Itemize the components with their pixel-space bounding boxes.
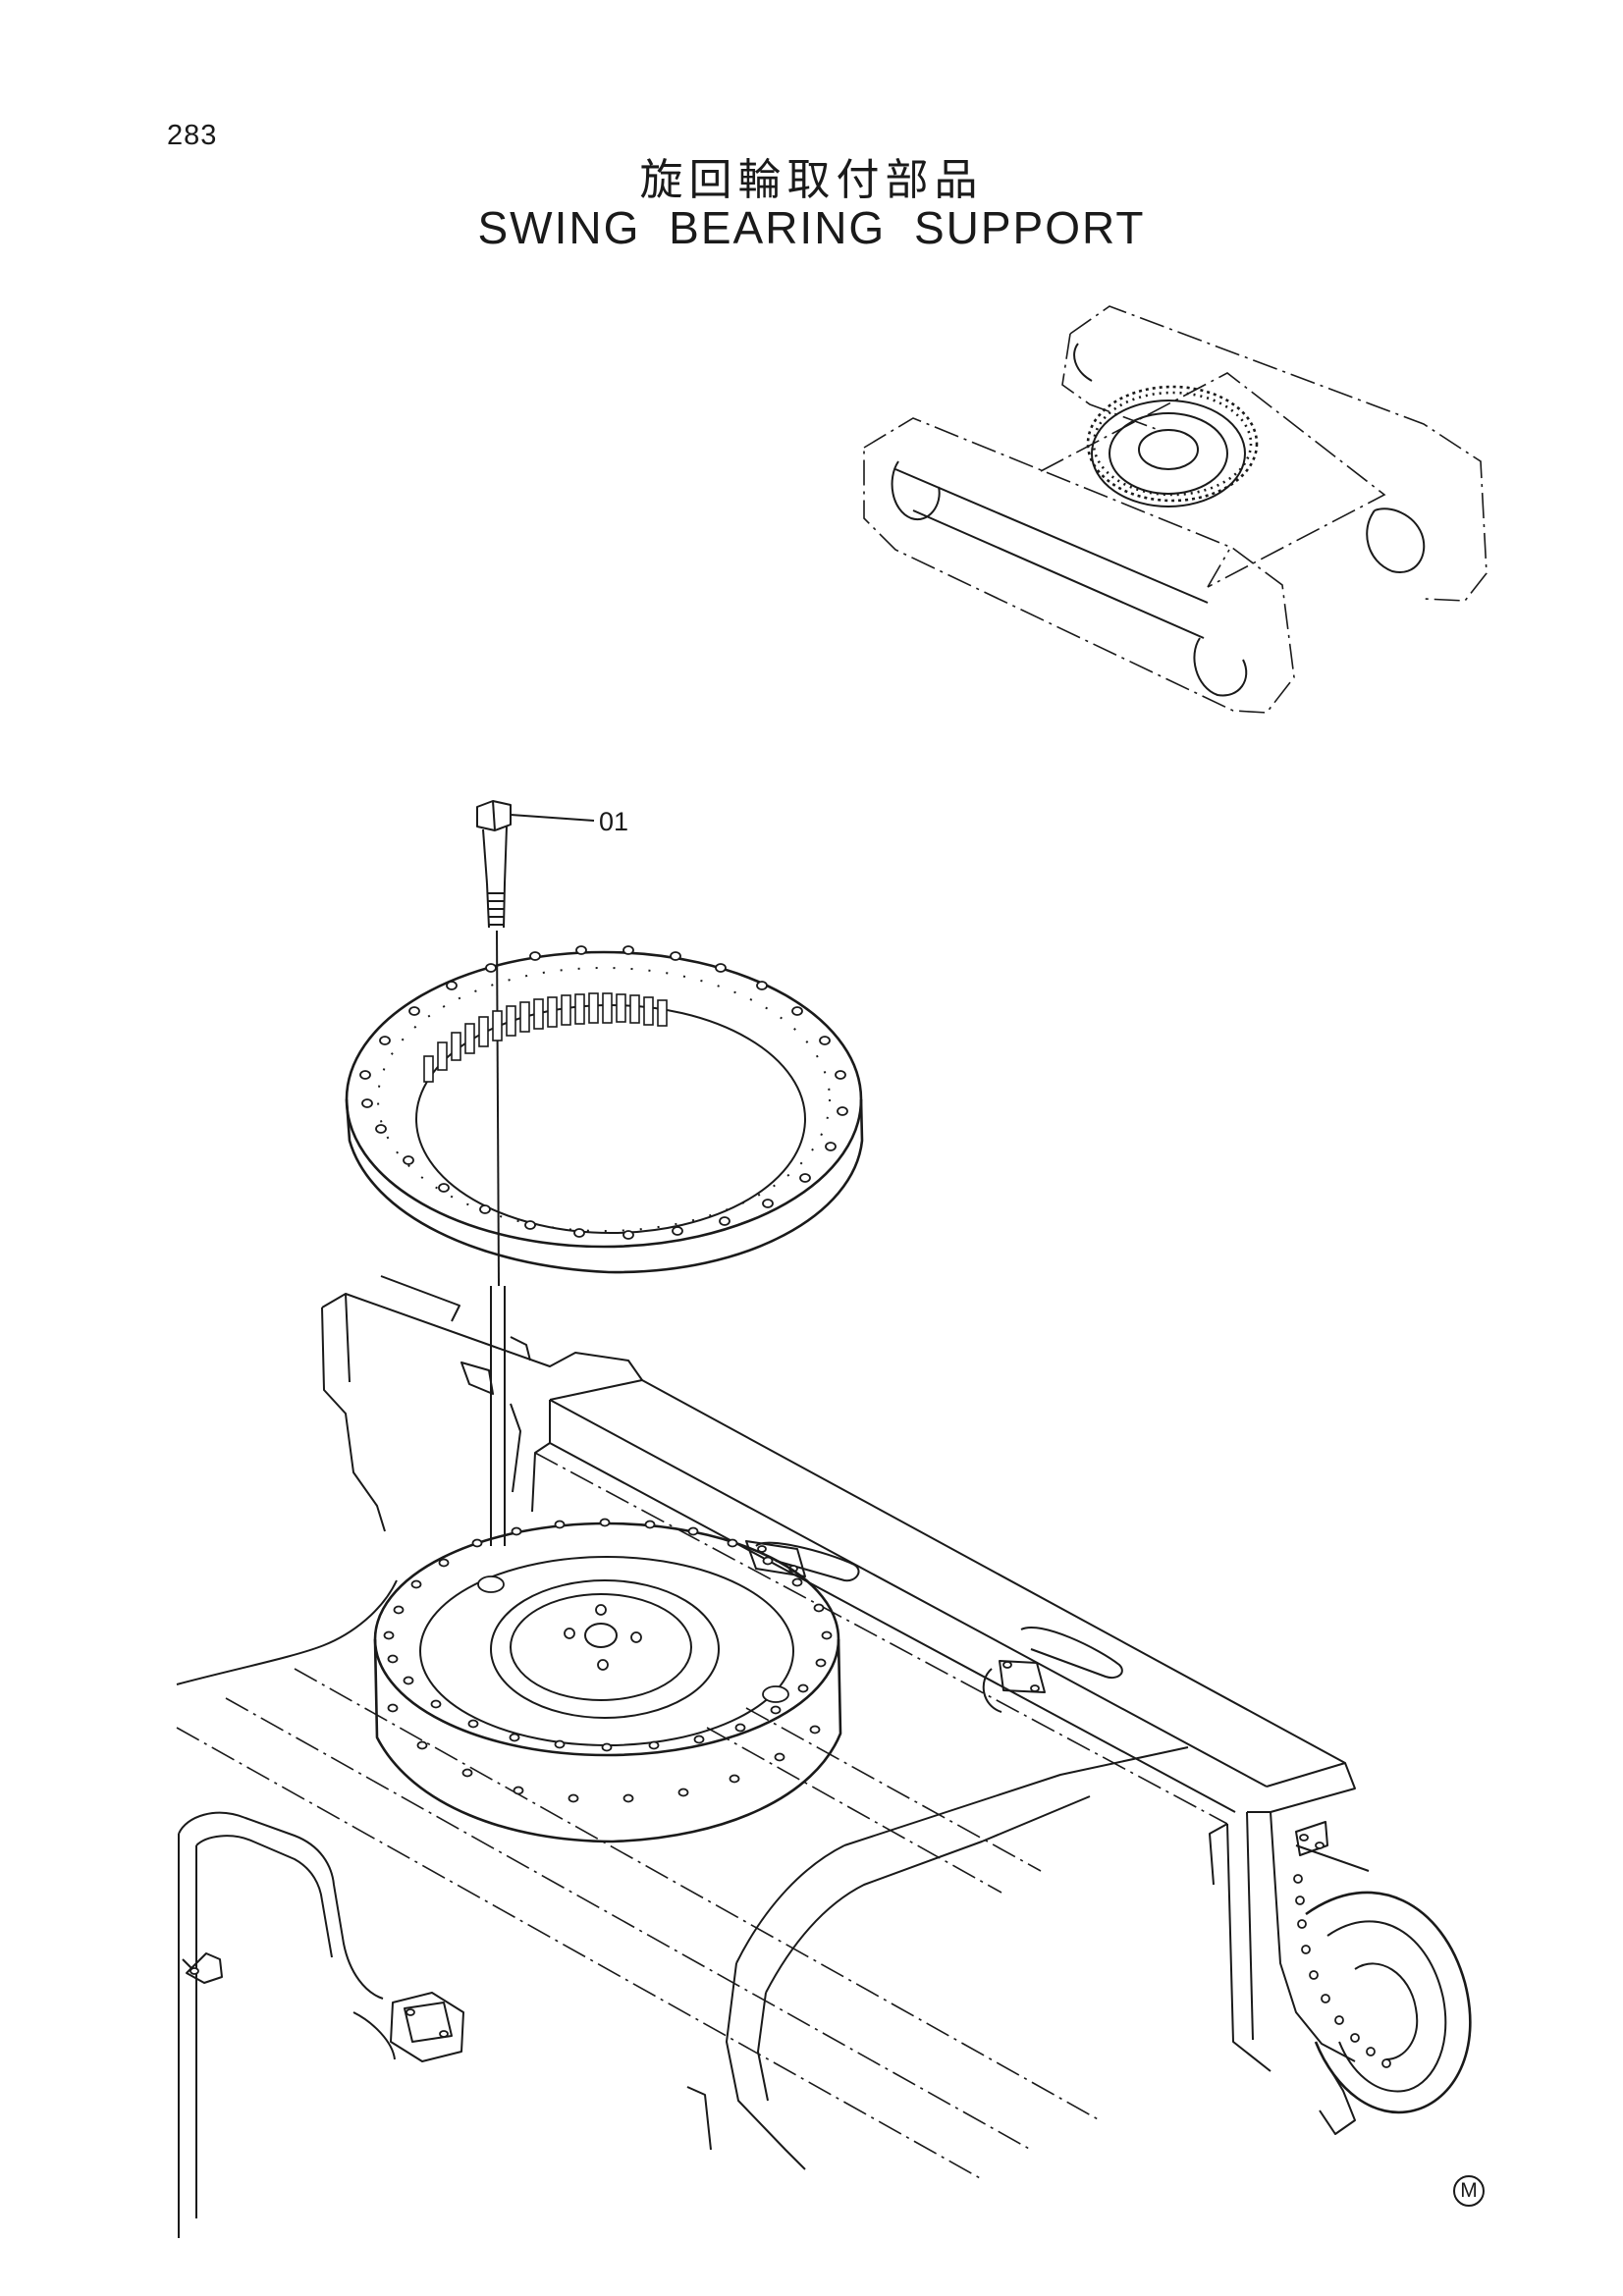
- swing-bearing-ring[interactable]: [345, 945, 864, 1274]
- page-number: 283: [167, 120, 218, 151]
- undercarriage-frame: [176, 1275, 1472, 2238]
- page-title-english: SWING BEARING SUPPORT: [477, 202, 1146, 253]
- overview-inset-track-frame: [863, 305, 1488, 714]
- bolt-part-01[interactable]: [476, 800, 512, 929]
- callout-leader-01: [510, 814, 595, 822]
- corner-mark-symbol: M: [1453, 2175, 1485, 2207]
- assembly-centerline: [496, 930, 500, 1287]
- page-title-japanese: 旋回輪取付部品: [639, 155, 984, 205]
- frame-bolt-holes: [383, 1518, 833, 1803]
- bearing-internal-gear-teeth: [423, 992, 668, 1083]
- bearing-bolt-holes: [359, 945, 848, 1240]
- callout-label-01: 01: [599, 807, 629, 836]
